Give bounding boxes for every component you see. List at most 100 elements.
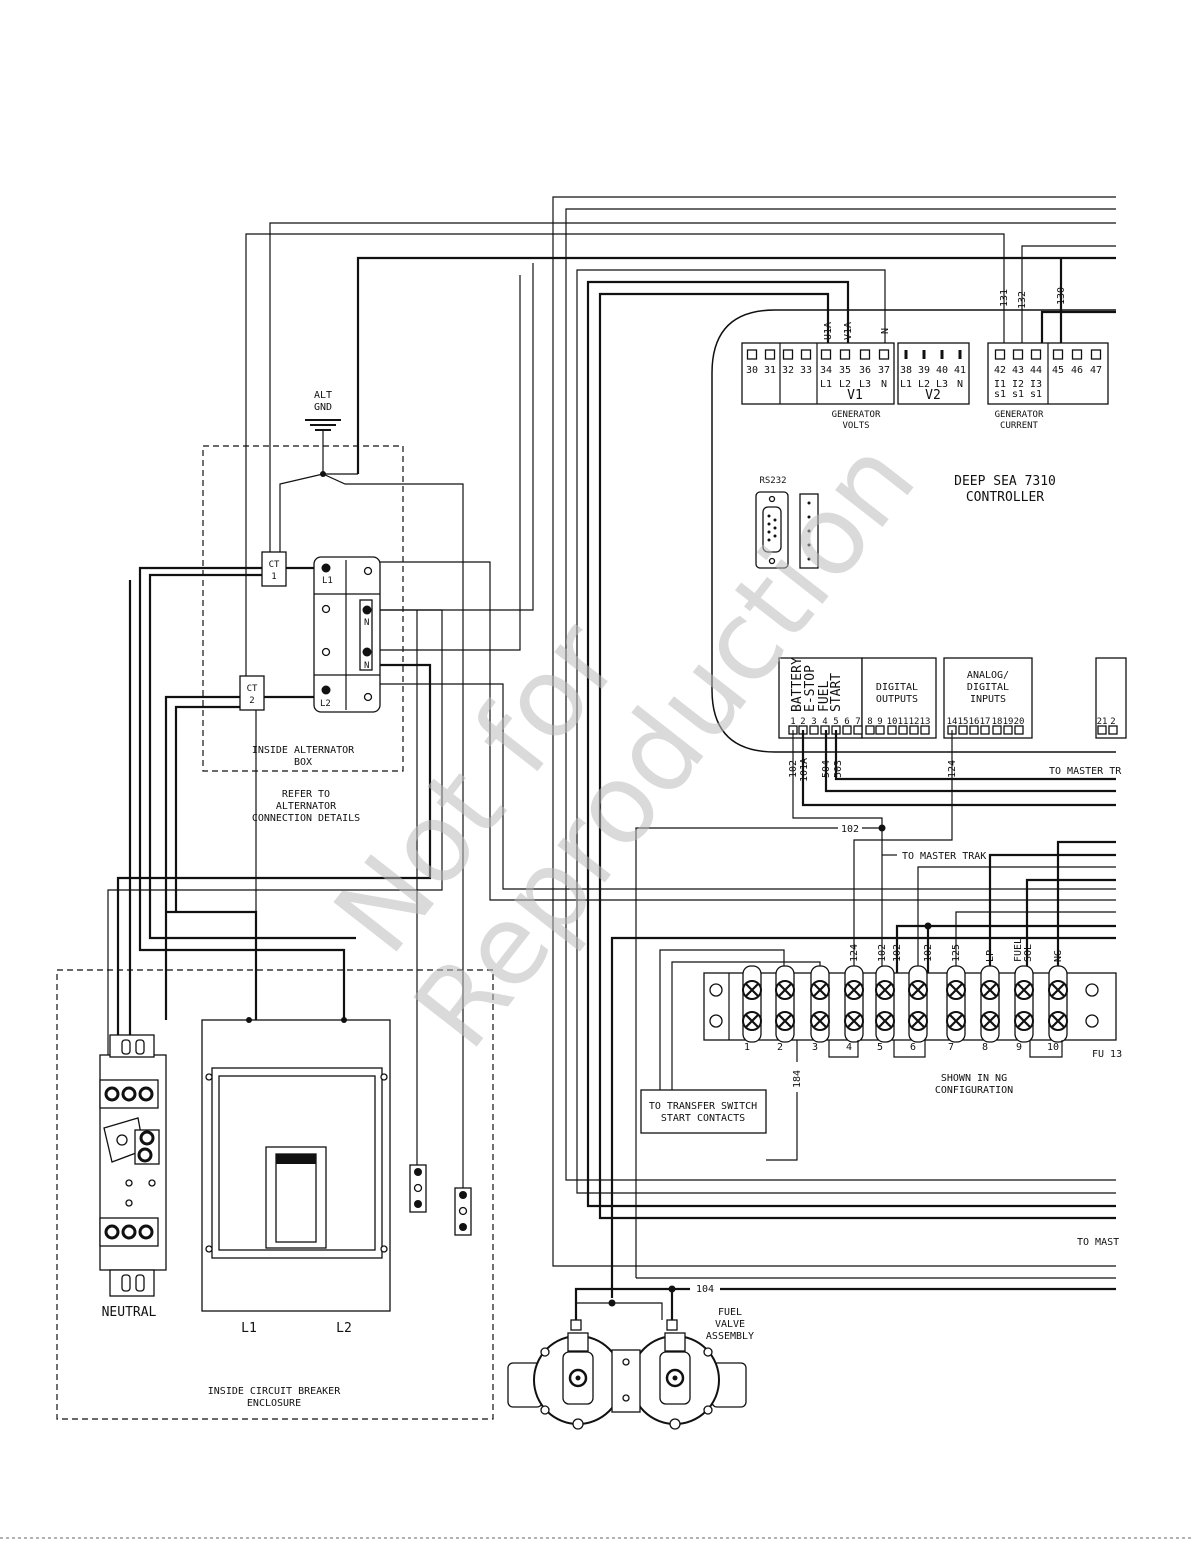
- screw-slot: [949, 983, 963, 997]
- screw-slot: [911, 1014, 925, 1028]
- strip-number: 6: [910, 1042, 916, 1053]
- screw-slot: [1051, 1014, 1065, 1028]
- ct2-label: CT: [247, 684, 258, 694]
- bottom-terminal-squares: [788, 725, 1118, 735]
- ct1-label: 1: [271, 572, 276, 582]
- terminal-number: 31: [764, 365, 776, 376]
- wire-label-n: N: [880, 328, 891, 334]
- strip-wire-label: NG: [1053, 950, 1064, 962]
- strip-screws: [742, 965, 1068, 1043]
- shown-in-ng-label: CONFIGURATION: [935, 1085, 1013, 1096]
- terminal-number: 16: [969, 717, 980, 727]
- strip-wire-label: FUEL: [1013, 938, 1024, 962]
- neutral-bar: [99, 1034, 167, 1297]
- fuel-valve-label: ASSEMBLY: [706, 1331, 754, 1342]
- digital-outputs-label: OUTPUTS: [876, 694, 918, 705]
- terminal-square: [809, 725, 819, 735]
- ct1-box: [261, 551, 287, 587]
- gen-volts-label: GENERATOR: [832, 410, 881, 420]
- terminal-number: 39: [918, 365, 930, 376]
- terminal-square: [1012, 349, 1024, 360]
- terminal-square: [994, 349, 1006, 360]
- alternator-connection-block: L1 N N L2: [313, 556, 381, 713]
- alt-gnd-label: GND: [314, 402, 332, 413]
- strip-wire-label: 102: [892, 944, 903, 962]
- screw-slot: [878, 983, 892, 997]
- v1-phase: L3: [859, 379, 871, 390]
- v1-phase-labels: L1 L2 L3 N V1: [820, 379, 887, 403]
- terminal-square: [800, 349, 812, 360]
- breaker-enclosure-outline: [56, 969, 494, 1420]
- ct2-label: 2: [249, 696, 254, 706]
- wire-label-131: 131: [999, 289, 1010, 307]
- digital-outputs-label: DIGITAL: [876, 682, 918, 693]
- wire-102-label: 102: [841, 824, 859, 835]
- ct1-label: CT: [269, 560, 280, 570]
- to-master-tr-label: TO MASTER TR: [1049, 766, 1122, 777]
- terminal-number: 13: [920, 717, 931, 727]
- screw-slot: [949, 1014, 963, 1028]
- shown-in-ng-label: SHOWN IN NG: [941, 1073, 1007, 1084]
- top-terminal-squares: [746, 349, 1102, 360]
- ct2-box: [239, 675, 265, 711]
- terminal-number: 33: [800, 365, 812, 376]
- v2-phase: L3: [936, 379, 948, 390]
- terminal-square: [878, 349, 890, 360]
- terminal-square: [746, 349, 758, 360]
- wire-label-503: 503: [833, 760, 844, 778]
- refer-label: ALTERNATOR: [276, 801, 337, 812]
- strip-number: 2: [777, 1042, 783, 1053]
- terminal-number: 34: [820, 365, 832, 376]
- block-label-n: N: [364, 618, 369, 628]
- terminal-block-digital-outputs: [861, 657, 937, 739]
- terminal-block-v2: [897, 342, 970, 405]
- terminal-number: 43: [1012, 365, 1024, 376]
- terminal-square: [909, 725, 919, 735]
- v2-terminal-bar: [904, 350, 908, 359]
- terminal-square: [1030, 349, 1042, 360]
- current-sub: s1: [1030, 389, 1042, 400]
- terminal-number: 2: [1110, 717, 1115, 727]
- strip-wire-label: 125: [951, 944, 962, 962]
- terminal-square: [865, 725, 875, 735]
- controller-title-2: CONTROLLER: [966, 490, 1044, 505]
- wire-label-u1a: U1A: [823, 322, 834, 340]
- analog-inputs-label: ANALOG/: [967, 670, 1009, 681]
- strip-number: 9: [1016, 1042, 1022, 1053]
- strip-number: 10: [1047, 1042, 1059, 1053]
- screw-slot: [778, 983, 792, 997]
- screw-slot: [1017, 983, 1031, 997]
- terminal-square: [1097, 725, 1107, 735]
- screw-slot: [878, 1014, 892, 1028]
- terminal-number: 4: [822, 717, 827, 727]
- terminal-number: 12: [909, 717, 920, 727]
- terminal-square: [898, 725, 908, 735]
- v2-phase: L1: [900, 379, 912, 390]
- inside-breaker-label: ENCLOSURE: [247, 1398, 301, 1409]
- terminal-square: [920, 725, 930, 735]
- v1-phase: L2: [839, 379, 851, 390]
- alternator-box: ALT GND CT 1 CT 2 L1 N: [202, 390, 404, 824]
- v2-terminal-bar: [922, 350, 926, 359]
- wire-label-v1a: V1A: [843, 322, 854, 340]
- small-terminal-right: [454, 1187, 472, 1236]
- screw-slot: [1017, 1014, 1031, 1028]
- terminal-square: [1071, 349, 1083, 360]
- terminal-number: 6: [844, 717, 849, 727]
- wire-label-132: 132: [1017, 291, 1028, 309]
- start-label: START: [829, 673, 844, 712]
- v1-label: V1: [847, 388, 863, 403]
- terminal-square: [980, 725, 990, 735]
- screw-slot: [847, 1014, 861, 1028]
- terminal-square: [782, 349, 794, 360]
- current-phase: I3: [1030, 379, 1042, 390]
- terminal-square: [958, 725, 968, 735]
- terminal-square: [839, 349, 851, 360]
- controller-wire-labels: U1A V1A N 131 132 130 102 101A 504 503 1…: [788, 287, 1067, 782]
- refer-label: REFER TO: [282, 789, 330, 800]
- fuel-valve-assembly: FUEL VALVE ASSEMBLY: [507, 1307, 754, 1430]
- to-mast-label: TO MAST: [1077, 1237, 1119, 1248]
- fuel-label: FUEL: [817, 681, 832, 712]
